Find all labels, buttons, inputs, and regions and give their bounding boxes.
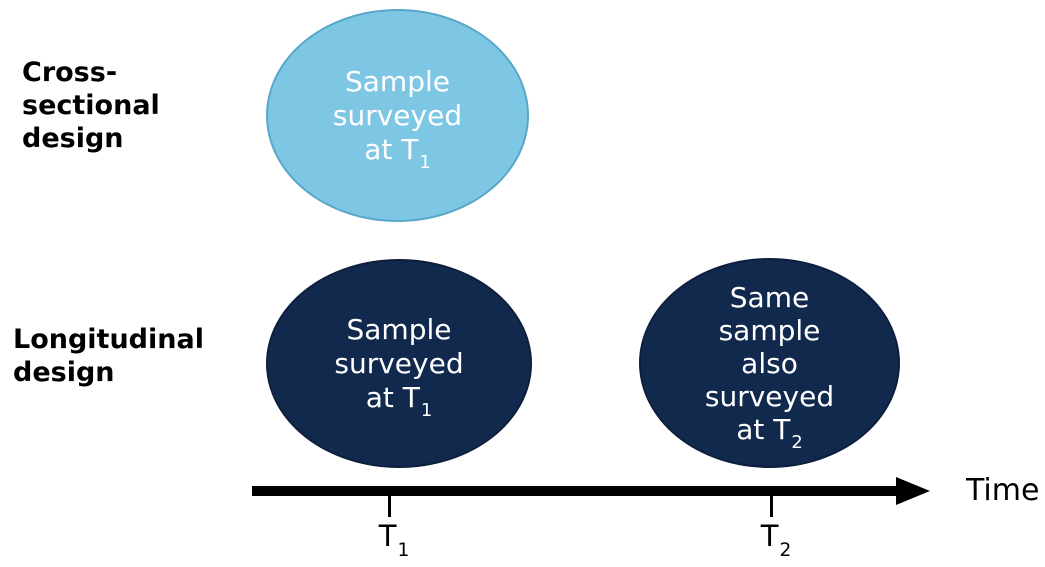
ellipse-text-line: at T1	[364, 132, 431, 172]
ellipse-text-line: Sample	[346, 312, 452, 346]
row-label-line: design	[22, 123, 124, 154]
subscript-1: 1	[397, 539, 410, 561]
subscript-1: 1	[420, 399, 433, 421]
ellipse-text-line: surveyed	[334, 346, 464, 380]
ellipse-text-line: also	[741, 346, 798, 380]
ellipse-text-line: sample	[718, 313, 821, 347]
tick-label-t2: T2	[760, 519, 792, 559]
ellipse-text: at T	[365, 380, 420, 414]
row-label-line: sectional	[22, 90, 160, 121]
subscript-2: 2	[791, 431, 803, 453]
timeline-arrowhead-icon	[896, 477, 930, 505]
timeline-tick-t1	[388, 495, 391, 517]
row-label-line: design	[13, 357, 115, 388]
ellipse-text-line: at T1	[365, 380, 433, 420]
ellipse-cross-sectional-sample: Sample surveyed at T1	[266, 9, 529, 222]
ellipse-text-line: surveyed	[704, 379, 835, 413]
tick-label-t1: T1	[378, 519, 410, 559]
ellipse-text-line: at T2	[736, 412, 803, 452]
ellipse-text-line: surveyed	[332, 98, 463, 132]
timeline-tick-t2	[770, 495, 773, 517]
row-label-line: Cross-	[22, 57, 118, 88]
ellipse-text-line: Same	[729, 280, 810, 314]
ellipse-text: at T	[736, 412, 791, 446]
ellipse-text: at T	[364, 132, 419, 166]
tick-label-text: T	[760, 519, 779, 553]
ellipse-longitudinal-sample-t2: Same sample also surveyed at T2	[639, 258, 900, 468]
ellipse-longitudinal-sample-t1: Sample surveyed at T1	[266, 259, 532, 468]
ellipse-text-line: Sample	[345, 64, 450, 98]
row-label-longitudinal-design: Longitudinal design	[13, 323, 204, 389]
row-label-cross-sectional-design: Cross- sectional design	[22, 56, 160, 155]
timeline-shaft	[252, 486, 898, 496]
subscript-2: 2	[779, 539, 792, 561]
tick-label-text: T	[378, 519, 397, 553]
time-axis-label: Time	[966, 473, 1040, 508]
row-label-line: Longitudinal	[13, 324, 204, 355]
subscript-1: 1	[419, 151, 431, 173]
